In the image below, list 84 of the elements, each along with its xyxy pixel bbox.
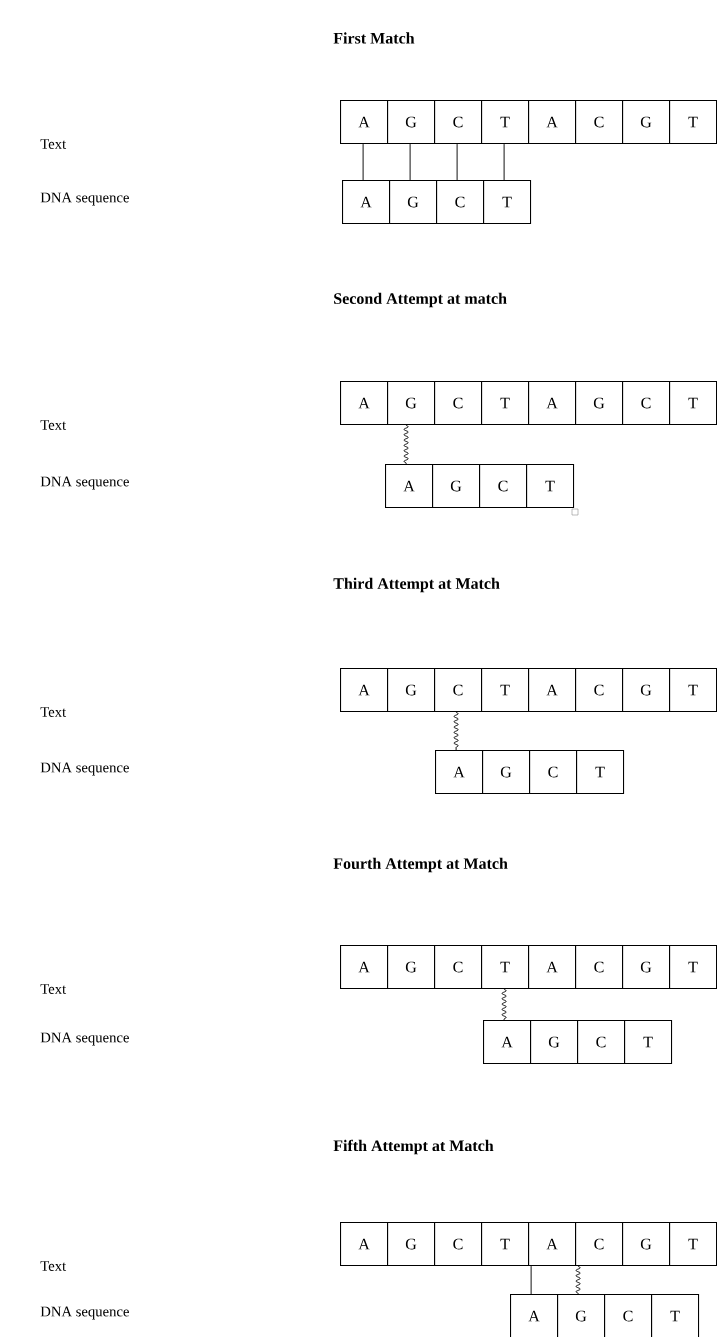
row-label: DNA sequence [40,1032,129,1046]
letter-cell: A [340,100,389,145]
panel-heading: Second Attempt at match [334,292,507,308]
letter-cell: C [434,1222,483,1267]
letter-cell: G [387,381,436,426]
letter-cell: A [510,1294,559,1337]
letter-cell: T [481,100,530,145]
letter-cell: T [481,1222,530,1267]
letter-cell: A [340,1222,389,1267]
letter-cell: G [622,100,671,145]
letter-cell: G [482,750,531,795]
letter-cell: T [669,100,717,145]
letter-cell: A [385,464,434,509]
letter-cell: T [483,180,532,225]
letter-cell: G [622,1222,671,1267]
match-line [503,143,505,181]
letter-cell: G [622,668,671,713]
row-label: DNA sequence [40,762,129,776]
letter-cell: C [436,180,485,225]
row-label: Text [40,707,67,717]
row-label: Text [40,984,67,994]
letter-cell: G [557,1294,606,1337]
panel-heading: First Match [333,32,415,44]
panel-heading: Third Attempt at Match [333,577,500,593]
match-line [456,143,458,181]
wavy-line [501,988,507,1021]
row-label: Text [40,1261,67,1271]
row-label: Text [40,139,67,149]
letter-cell: C [434,100,483,145]
letter-cell: G [622,945,671,990]
letter-cell: A [528,668,577,713]
letter-cell: A [435,750,484,795]
wavy-line [453,711,459,751]
letter-cell: T [651,1294,700,1337]
letter-cell: T [576,750,625,795]
letter-cell: C [577,1020,626,1065]
letter-cell: G [387,945,436,990]
letter-cell: G [387,668,436,713]
letter-cell: A [528,381,577,426]
letter-cell: A [342,180,391,225]
letter-cell: C [622,381,671,426]
letter-cell: C [575,1222,624,1267]
letter-cell: T [624,1020,673,1065]
letter-cell: T [669,381,717,426]
letter-cell: C [479,464,528,509]
row-label: DNA sequence [40,476,129,490]
letter-cell: C [575,945,624,990]
letter-cell: A [528,1222,577,1267]
letter-cell: G [432,464,481,509]
letter-cell: A [340,945,389,990]
row-label: DNA sequence [40,192,129,206]
letter-cell: T [481,945,530,990]
wavy-line [575,1265,581,1295]
letter-cell: C [434,668,483,713]
letter-cell: T [669,668,717,713]
letter-cell: A [483,1020,532,1065]
letter-cell: G [389,180,438,225]
letter-cell: A [528,100,577,145]
match-line [530,1265,532,1295]
letter-cell: G [387,1222,436,1267]
letter-cell: G [530,1020,579,1065]
letter-cell: T [481,668,530,713]
letter-cell: C [434,381,483,426]
letter-cell: T [481,381,530,426]
letter-cell: C [604,1294,653,1337]
letter-cell: T [669,1222,717,1267]
letter-cell: A [340,381,389,426]
wavy-line [403,424,409,465]
letter-cell: C [575,668,624,713]
letter-cell: A [340,668,389,713]
row-label: Text [40,420,67,430]
letter-cell: A [528,945,577,990]
panel-heading: Fifth Attempt at Match [333,1139,494,1155]
letter-cell: G [575,381,624,426]
letter-cell: C [434,945,483,990]
match-line [409,143,411,181]
letter-cell: C [529,750,578,795]
row-label: DNA sequence [40,1306,129,1320]
letter-cell: C [575,100,624,145]
letter-cell: T [526,464,575,509]
letter-cell: G [387,100,436,145]
panel-heading: Fourth Attempt at Match [333,857,508,873]
match-line [362,143,364,181]
letter-cell: T [669,945,717,990]
